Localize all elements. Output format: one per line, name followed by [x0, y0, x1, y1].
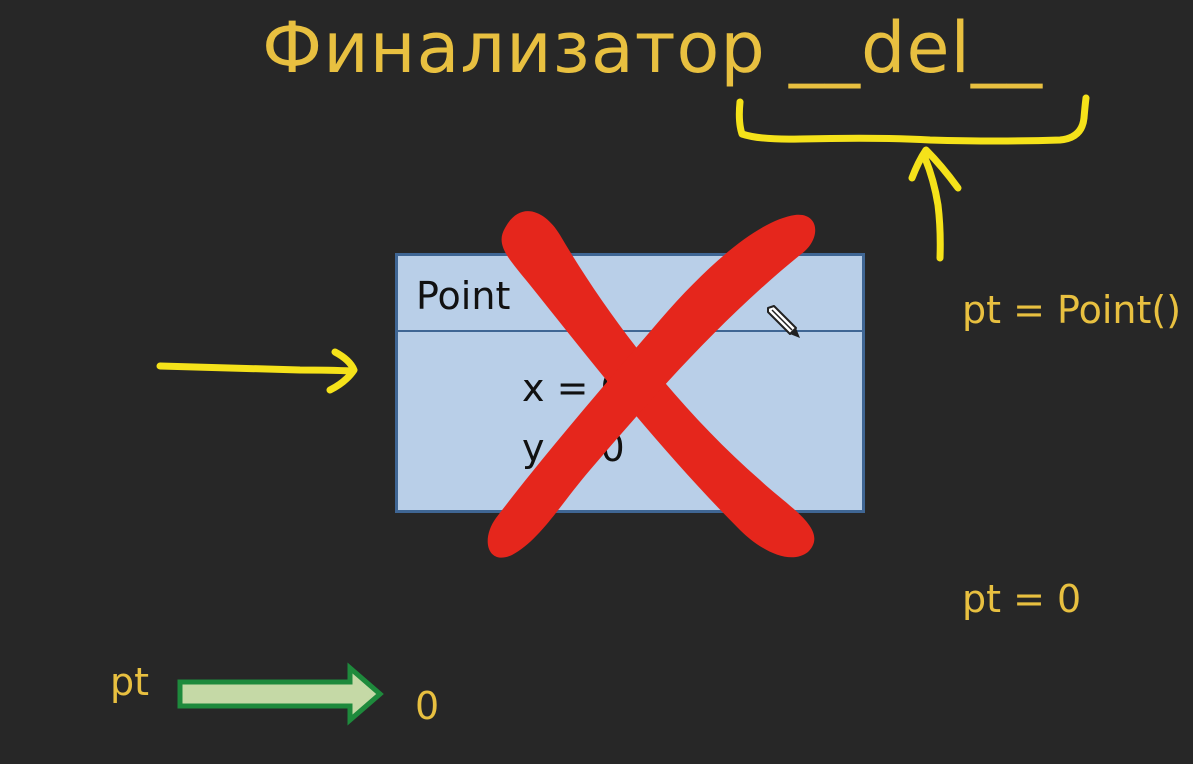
reference-value-label: 0: [415, 684, 440, 728]
bracket-annotation: [735, 94, 1090, 145]
left-arrow-annotation: [156, 348, 358, 394]
class-name: Point: [416, 274, 511, 318]
class-divider: [398, 330, 862, 332]
slide-title: Финализатор __del__: [262, 7, 1044, 89]
pencil-cursor-icon: [767, 305, 800, 338]
green-arrow-shape: [177, 662, 384, 726]
code-assign-zero: pt = 0: [962, 577, 1082, 621]
up-arrow-annotation: [908, 146, 962, 262]
reference-variable-label: pt: [110, 660, 150, 704]
point-class-box: Point x = 0 y = 0: [395, 253, 865, 513]
code-assign-point: pt = Point(): [962, 288, 1182, 332]
cross-stroke-2: [487, 214, 816, 558]
